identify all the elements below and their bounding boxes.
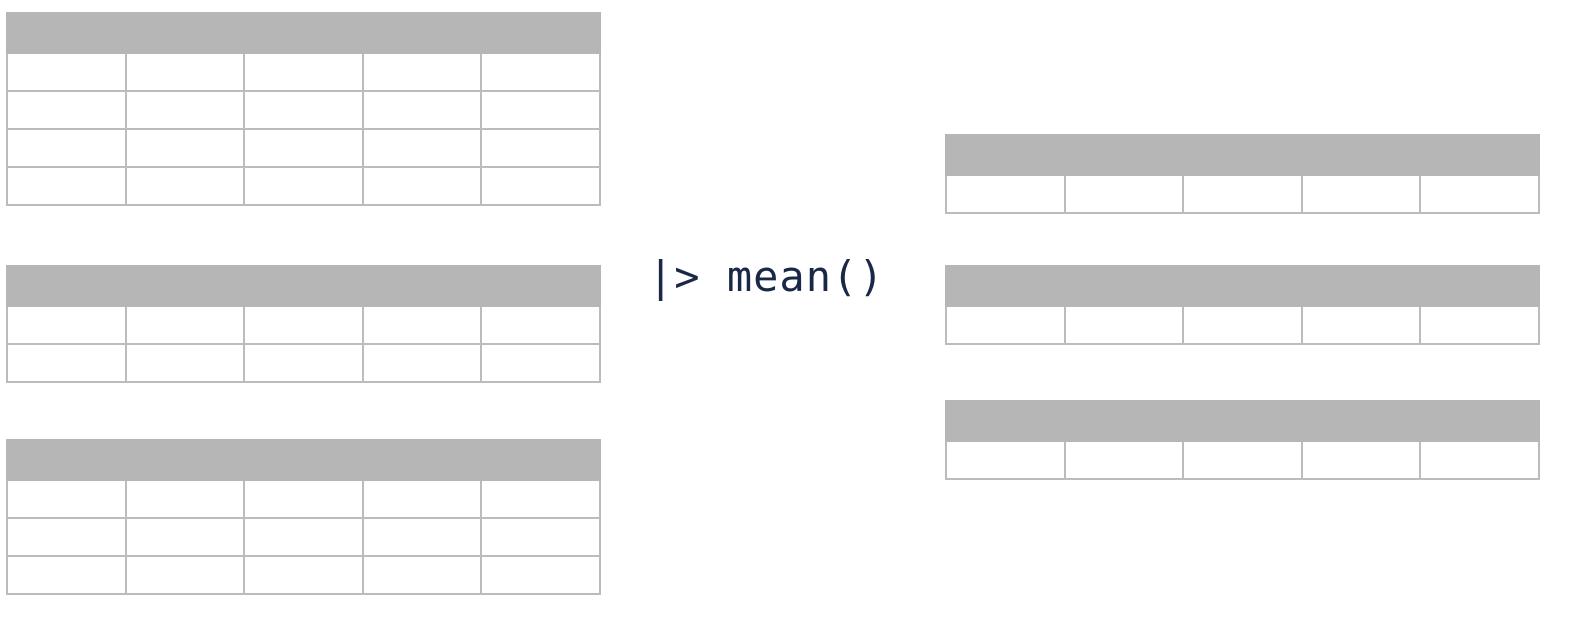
table-cell — [243, 517, 364, 557]
table-cell — [124, 479, 246, 519]
table-header-row — [945, 400, 1540, 442]
table-cell — [480, 305, 601, 345]
table-cell — [480, 555, 601, 595]
table-cell — [361, 343, 483, 383]
table-cell — [124, 128, 246, 168]
table-cell — [1419, 440, 1540, 480]
table-header-row — [6, 439, 601, 481]
output-group-2-table — [945, 265, 1540, 345]
output-group-1-table — [945, 134, 1540, 214]
table-cell — [361, 90, 483, 130]
table-cell — [945, 305, 1066, 345]
table-cell — [6, 52, 127, 92]
table-cell — [124, 343, 246, 383]
table-cell — [945, 174, 1066, 214]
table-cell — [1063, 440, 1185, 480]
table-cell — [1182, 440, 1303, 480]
table-row — [6, 305, 601, 345]
table-cell — [361, 305, 483, 345]
table-row — [6, 90, 601, 130]
table-row — [945, 174, 1540, 214]
table-cell — [6, 128, 127, 168]
table-cell — [1182, 305, 1303, 345]
table-cell — [124, 555, 246, 595]
table-cell — [1182, 174, 1303, 214]
table-cell — [243, 555, 364, 595]
table-cell — [1419, 174, 1540, 214]
table-row — [6, 555, 601, 595]
table-row — [945, 305, 1540, 345]
table-cell — [6, 343, 127, 383]
table-header — [945, 265, 1540, 307]
table-cell — [480, 128, 601, 168]
table-header — [945, 400, 1540, 442]
table-cell — [243, 90, 364, 130]
table-cell — [480, 517, 601, 557]
table-row — [6, 128, 601, 168]
table-cell — [243, 305, 364, 345]
table-cell — [124, 52, 246, 92]
table-cell — [124, 166, 246, 206]
table-header-row — [945, 134, 1540, 176]
table-cell — [1300, 305, 1422, 345]
table-row — [945, 440, 1540, 480]
table-header-row — [6, 265, 601, 307]
table-cell — [124, 305, 246, 345]
table-cell — [361, 52, 483, 92]
table-cell — [1300, 174, 1422, 214]
table-header-row — [945, 265, 1540, 307]
table-cell — [361, 517, 483, 557]
mean-operation-label: |> mean() — [648, 252, 885, 301]
table-cell — [480, 90, 601, 130]
table-cell — [243, 128, 364, 168]
table-cell — [1063, 174, 1185, 214]
table-header — [6, 439, 601, 481]
table-cell — [6, 90, 127, 130]
table-row — [6, 517, 601, 557]
table-cell — [124, 517, 246, 557]
table-cell — [6, 166, 127, 206]
table-cell — [243, 166, 364, 206]
table-header — [6, 12, 601, 54]
input-group-1-table — [6, 12, 601, 206]
table-header-row — [6, 12, 601, 54]
input-group-2-table — [6, 265, 601, 383]
table-cell — [6, 479, 127, 519]
table-row — [6, 166, 601, 206]
table-cell — [6, 305, 127, 345]
table-cell — [945, 440, 1066, 480]
table-row — [6, 52, 601, 92]
table-cell — [480, 479, 601, 519]
table-cell — [124, 90, 246, 130]
table-cell — [361, 166, 483, 206]
table-cell — [1419, 305, 1540, 345]
table-cell — [6, 555, 127, 595]
table-cell — [243, 479, 364, 519]
table-cell — [480, 52, 601, 92]
table-cell — [1063, 305, 1185, 345]
output-group-3-table — [945, 400, 1540, 480]
table-row — [6, 479, 601, 519]
table-cell — [243, 343, 364, 383]
table-header — [6, 265, 601, 307]
table-cell — [361, 555, 483, 595]
table-row — [6, 343, 601, 383]
table-cell — [480, 166, 601, 206]
input-group-3-table — [6, 439, 601, 595]
table-header — [945, 134, 1540, 176]
table-cell — [1300, 440, 1422, 480]
table-cell — [361, 128, 483, 168]
table-cell — [480, 343, 601, 383]
table-cell — [361, 479, 483, 519]
table-cell — [6, 517, 127, 557]
table-cell — [243, 52, 364, 92]
